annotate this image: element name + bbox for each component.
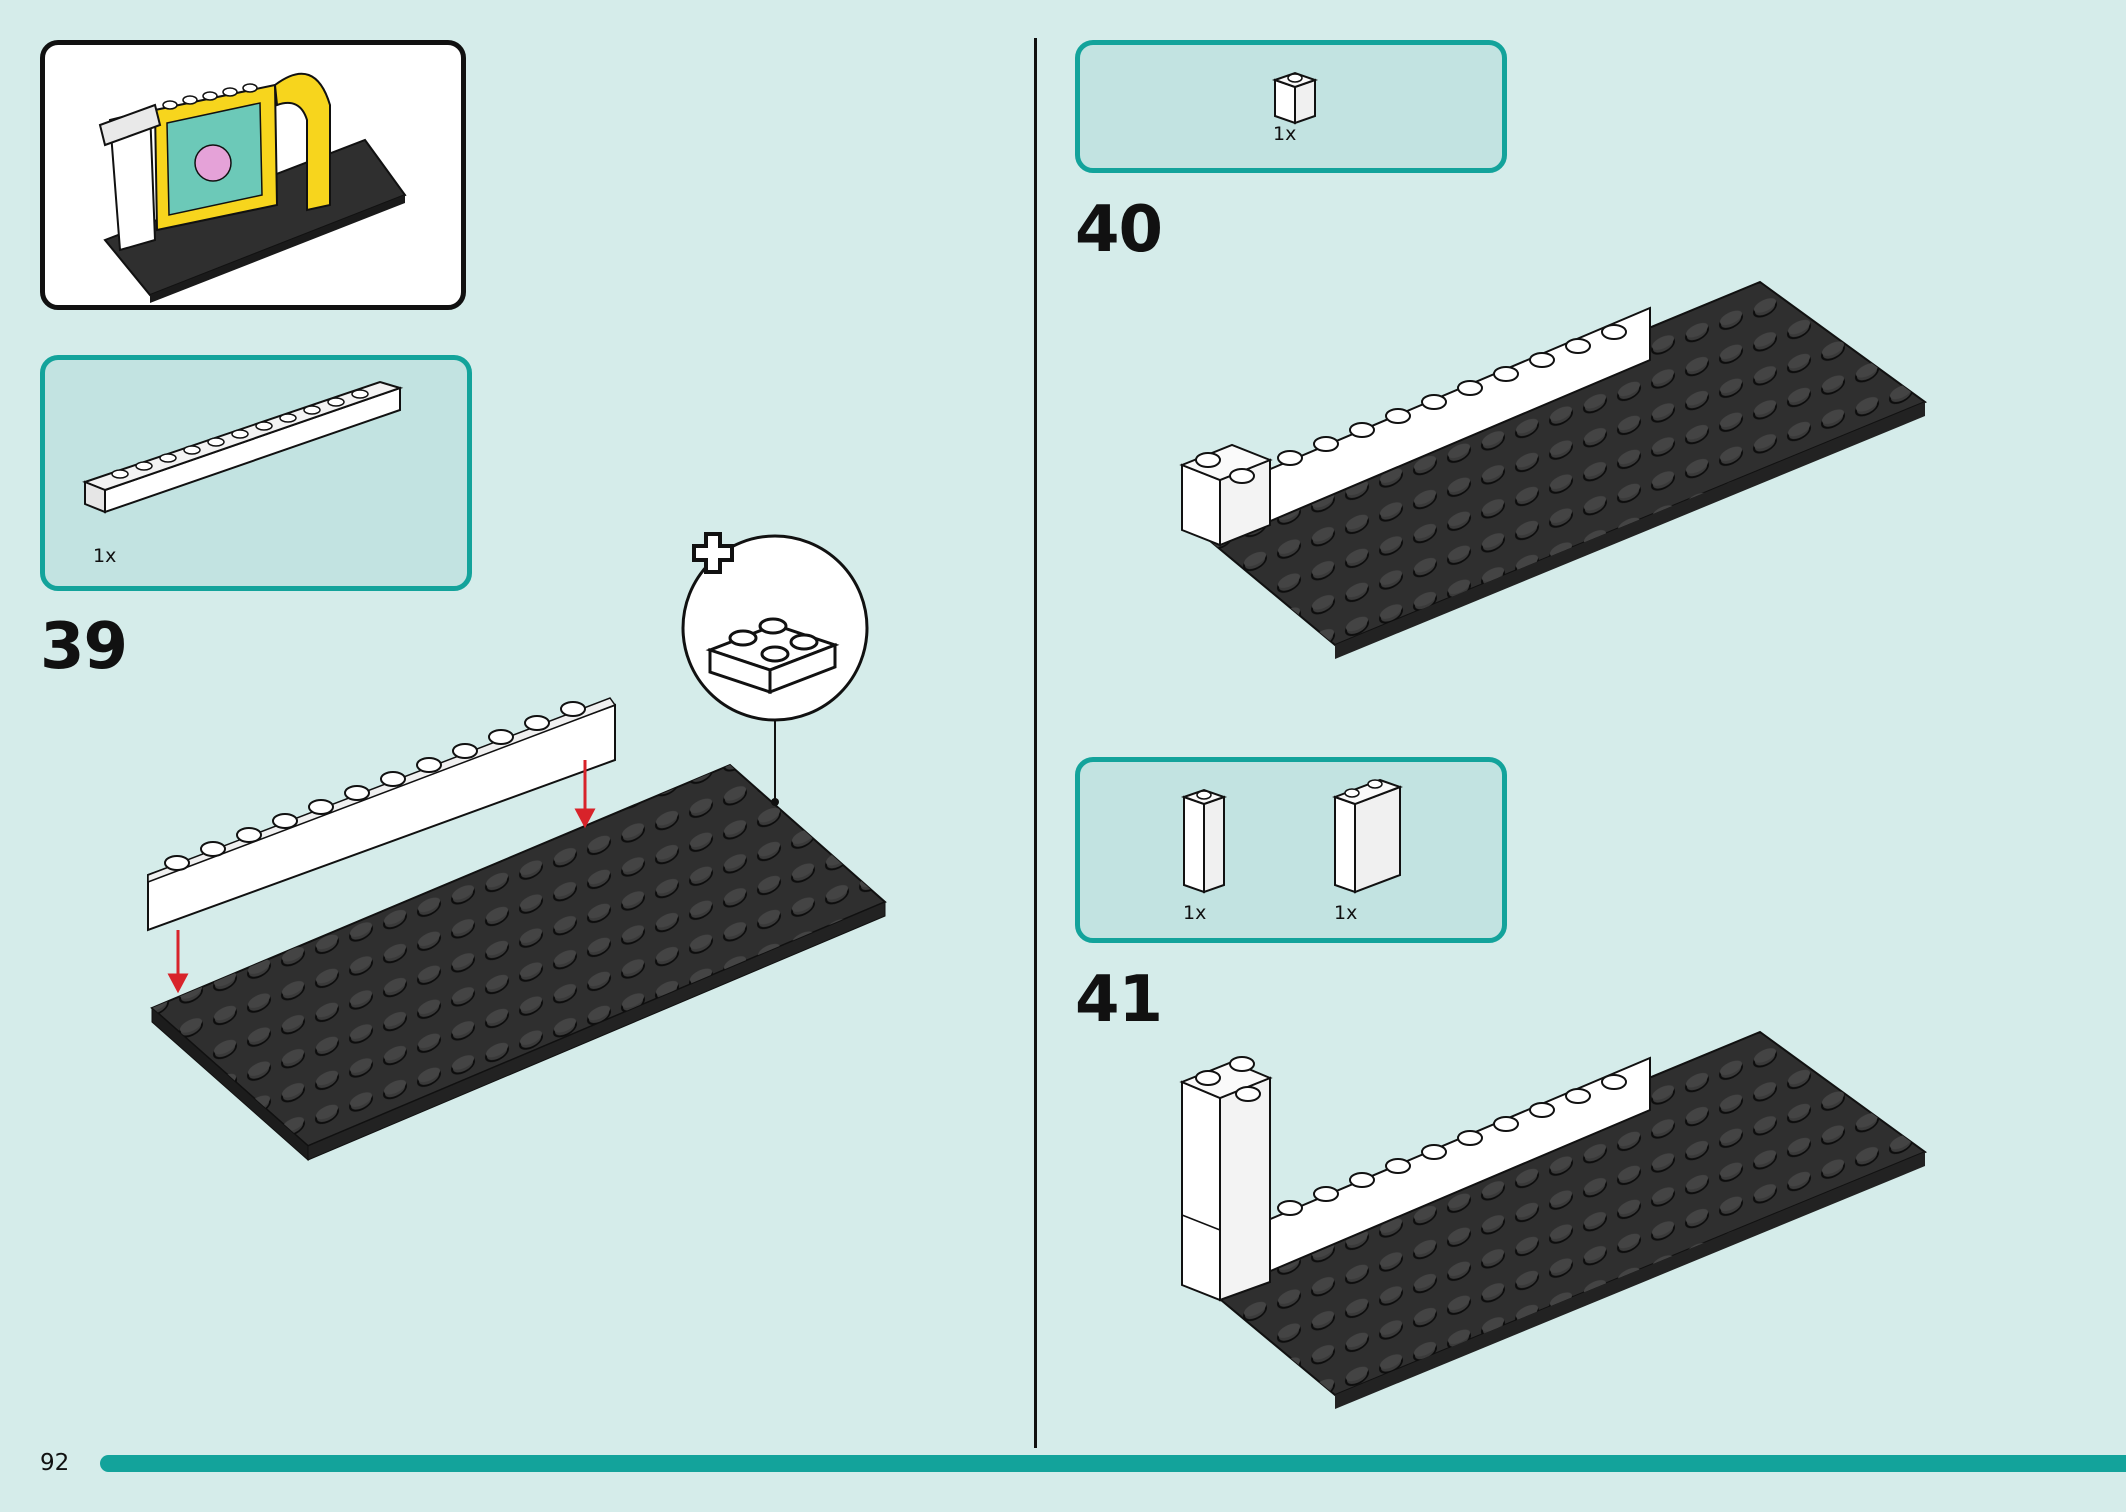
step-41-build-illustration xyxy=(1179,1030,1928,1409)
step-39-build-illustration xyxy=(147,697,887,1162)
page-number: 92 xyxy=(40,1450,70,1476)
step-number-39: 39 xyxy=(40,610,128,684)
progress-bar xyxy=(100,1455,2126,1472)
part-quantity: 1x xyxy=(1334,902,1358,924)
step-number-40: 40 xyxy=(1075,193,1163,267)
page-divider xyxy=(1034,38,1037,1448)
step-40-build-illustration xyxy=(1179,280,1928,659)
white-1x12-brick-part xyxy=(82,380,404,514)
preview-model-illustration xyxy=(98,72,407,303)
part-quantity: 1x xyxy=(93,545,117,567)
parts-box-step-40: 1x xyxy=(1075,40,1507,173)
add-duplo-brick-callout-icon xyxy=(681,532,869,722)
part-quantity: 1x xyxy=(1183,902,1207,924)
step-number-41: 41 xyxy=(1075,963,1163,1037)
white-1x1-brick-part xyxy=(1271,71,1319,125)
placement-arrow xyxy=(167,760,596,994)
parts-box-step-39: 1x xyxy=(40,355,472,591)
part-quantity: 1x xyxy=(1273,123,1297,145)
parts-box-step-41: 1x 1x xyxy=(1075,757,1507,943)
white-tall-bricks-parts xyxy=(1180,778,1403,894)
assembled-model-preview xyxy=(40,40,466,310)
